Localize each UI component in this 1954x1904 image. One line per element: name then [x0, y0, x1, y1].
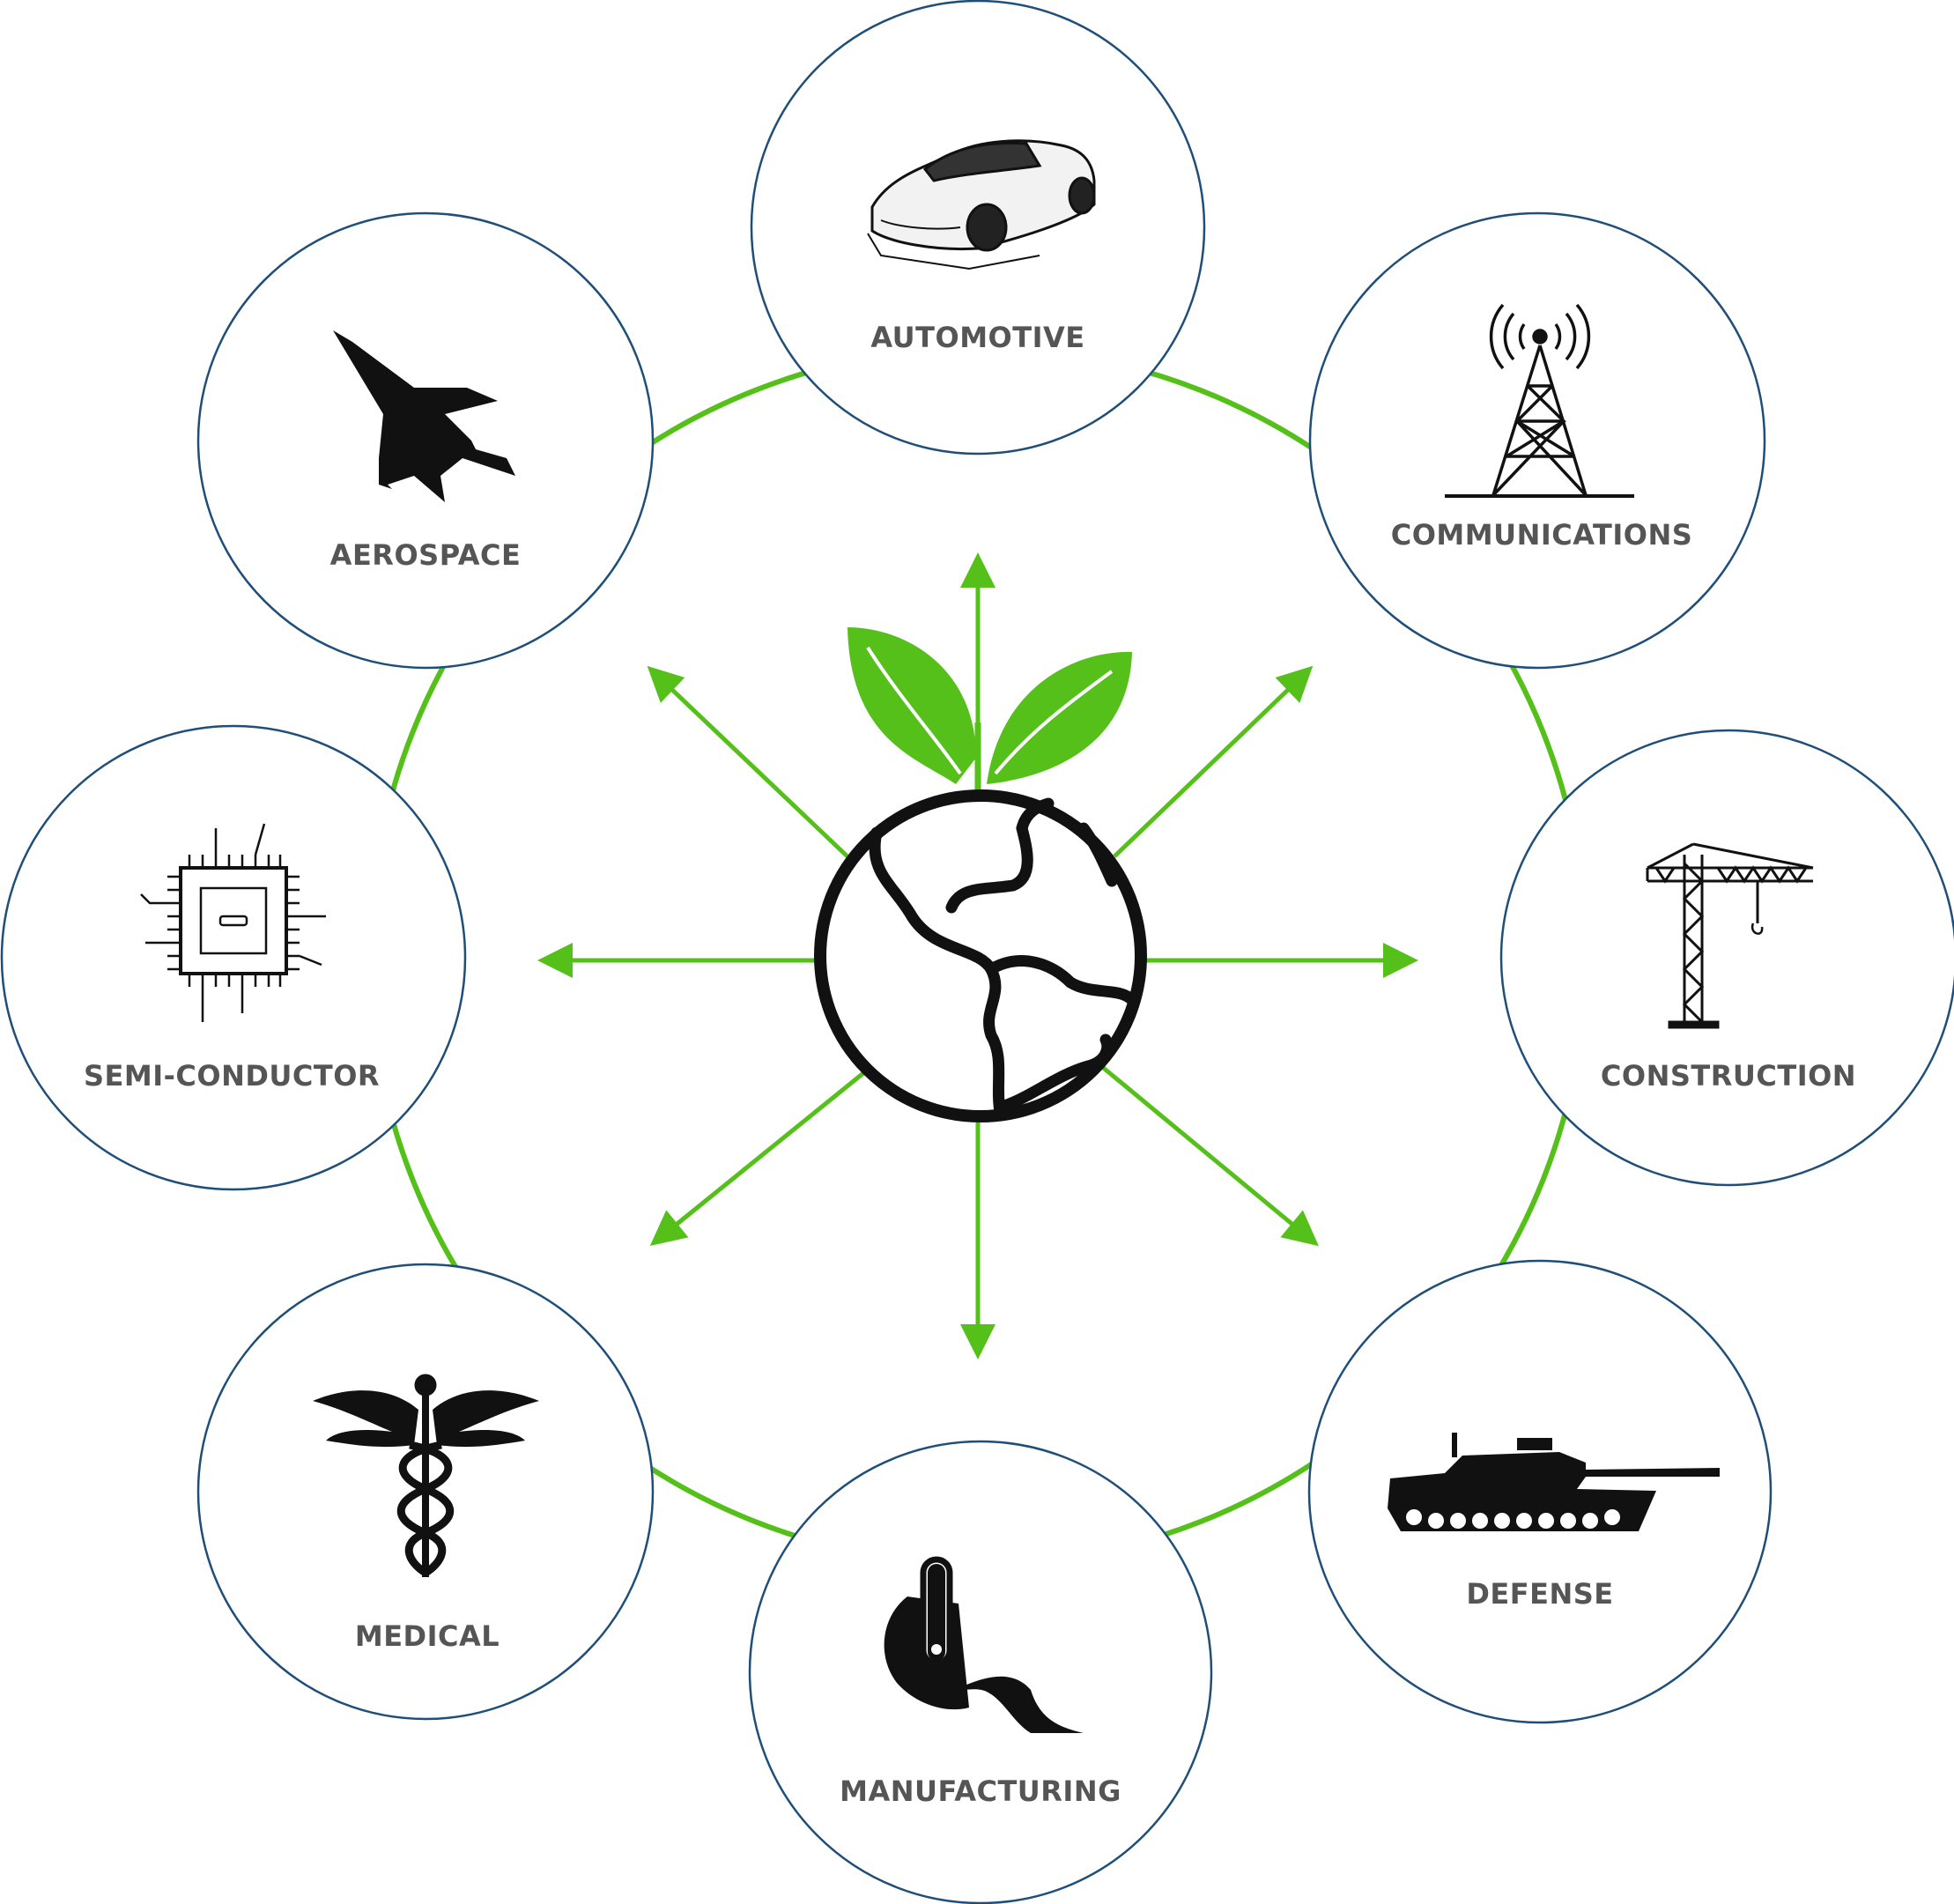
arrow-up-left	[647, 665, 852, 861]
node-label: AUTOMOTIVE	[870, 321, 1084, 354]
tower-crane-icon	[1646, 842, 1814, 1029]
node-circle	[1499, 729, 1954, 1187]
node-defense: DEFENSE	[1307, 1259, 1773, 1724]
arrow-down-left	[649, 1071, 865, 1247]
node-label: COMMUNICATIONS	[1391, 518, 1693, 552]
microchip-icon	[140, 823, 326, 1022]
fighter-jet-icon	[333, 330, 515, 502]
left-leaf-icon	[847, 627, 976, 784]
car-icon	[867, 139, 1096, 270]
node-label: DEFENSE	[1466, 1577, 1613, 1611]
caduceus-icon	[313, 1374, 539, 1577]
node-label: AEROSPACE	[330, 538, 522, 572]
node-circle	[1308, 211, 1766, 670]
arrow-down-right	[1099, 1064, 1319, 1247]
node-medical: MEDICAL	[196, 1263, 655, 1721]
radio-tower-icon	[1445, 303, 1634, 498]
node-construction: CONSTRUCTION	[1499, 729, 1954, 1187]
node-label: CONSTRUCTION	[1601, 1059, 1856, 1093]
node-label: SEMI-CONDUCTOR	[84, 1059, 380, 1093]
arrow-up-right	[1113, 665, 1314, 858]
node-automotive: AUTOMOTIVE	[750, 0, 1206, 456]
node-label: MANUFACTURING	[840, 1774, 1121, 1808]
node-manufacturing: MANUFACTURING	[748, 1440, 1213, 1904]
node-semiconductor: SEMI-CONDUCTOR	[0, 724, 467, 1191]
globe-with-sprout-icon	[814, 627, 1147, 1122]
tank-icon	[1388, 1433, 1720, 1531]
radiating-arrows	[537, 552, 1418, 1359]
node-label: MEDICAL	[355, 1619, 500, 1653]
node-aerospace: AEROSPACE	[196, 211, 655, 670]
node-communications: COMMUNICATIONS	[1308, 211, 1766, 670]
manufacturing-icon	[884, 1556, 1084, 1733]
node-circle	[748, 1440, 1213, 1904]
